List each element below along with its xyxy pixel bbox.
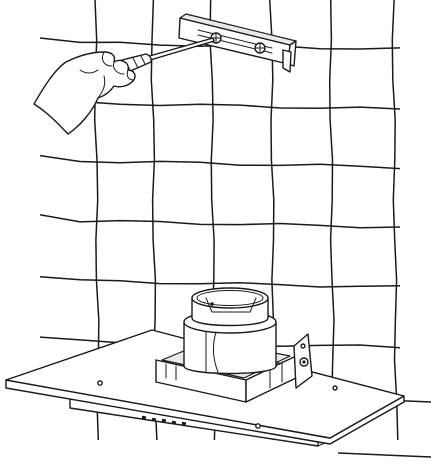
tile-line-horizontal	[39, 154, 401, 170]
duct-collar-icon	[183, 287, 277, 375]
tile-line-horizontal	[39, 98, 401, 110]
tile-line-horizontal	[39, 213, 401, 229]
tile-line-vertical	[391, 0, 399, 441]
wall-bracket-icon	[178, 13, 297, 73]
tile-line-horizontal	[337, 452, 431, 458]
hand-icon	[33, 51, 136, 135]
control-buttons	[141, 415, 187, 426]
tile-line-horizontal	[39, 275, 401, 288]
tile-line-vertical	[328, 0, 335, 441]
